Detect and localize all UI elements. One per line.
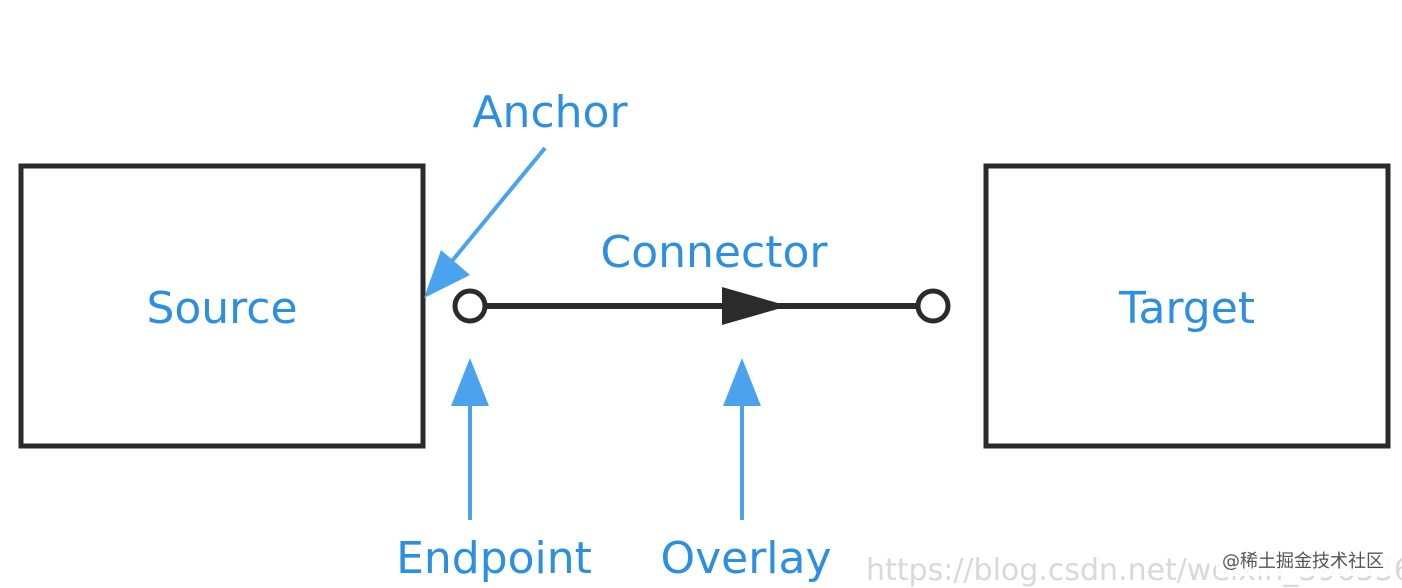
source-label: Source — [146, 283, 297, 334]
connector-label: Connector — [601, 227, 829, 278]
anchor-pointer-head — [424, 250, 470, 298]
overlay-label: Overlay — [660, 533, 831, 584]
connector-arrowhead — [722, 287, 788, 325]
target-box — [983, 163, 1391, 449]
endpoint-label: Endpoint — [396, 533, 592, 584]
target-endpoint — [915, 288, 951, 324]
source-endpoint — [452, 288, 488, 324]
watermark-site: @稀土掘金技术社区 — [1222, 551, 1384, 572]
anchor-label: Anchor — [472, 87, 628, 138]
anchor-pointer-shaft — [450, 146, 547, 263]
overlay-pointer-head — [723, 358, 761, 406]
endpoint-pointer-head — [451, 358, 489, 406]
source-box — [18, 163, 426, 449]
target-label: Target — [1118, 283, 1255, 334]
watermark-site-bg — [1216, 546, 1396, 576]
